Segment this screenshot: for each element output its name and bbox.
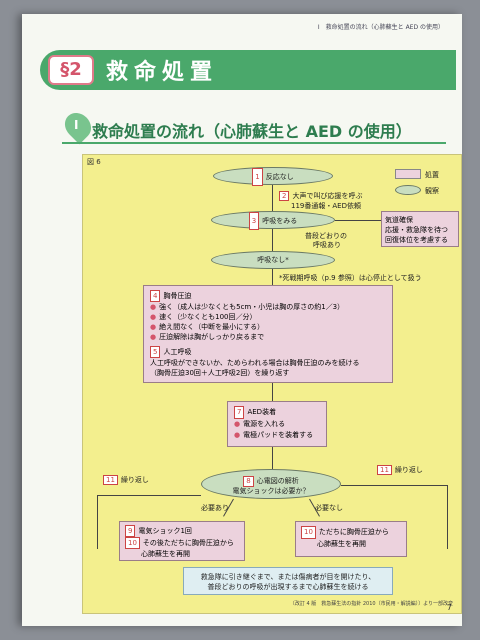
continue-cpr-box: 救急隊に引き継ぐまで、または傷病者が目を開けたり、 普段どおりの呼吸が出現するま… [183,567,393,595]
aed-bullet: 電極パッドを装着する [243,431,314,439]
step-number: 10 [125,537,140,549]
step-text: 電気ショック1回 [138,527,192,535]
section-header-bar: §2 救命処置 [40,50,456,90]
repeat-text: 繰り返し [394,466,423,474]
loop-line [97,495,98,549]
step-title: 胸骨圧迫 [163,292,192,300]
shock-needed-label: 必要あり [201,504,229,512]
step-text: 呼吸をみる [262,217,298,225]
agonal-note: *死戦期呼吸（p.9 参照）は心停止として扱う [279,274,422,282]
subtitle: 救命処置の流れ（心肺蘇生と AED の使用） [92,122,412,141]
rescue-breath-note: 人工呼吸ができないか、ためらわれる場合は胸骨圧迫のみを続ける [150,359,360,367]
side-action-line: 気道確保 [385,216,413,224]
step-number: 2 [279,191,290,201]
side-action-box: 気道確保 応援・救急隊を待つ 回復体位を考慮する [381,211,459,247]
step-number: 10 [301,526,316,539]
loop-line [341,485,447,486]
subtitle-number: I [74,118,79,132]
step-text: 大声で叫び応援を呼ぶ [292,192,363,200]
normal-breathing-1: 普段どおりの [305,232,347,240]
cpr-bullet: 圧迫解除は胸がしっかり戻るまで [159,333,265,341]
step-number: 11 [103,475,118,485]
shock-not-needed-label: 必要なし [315,504,343,512]
connector [272,269,273,285]
step-no-breathing: 呼吸なし* [211,251,335,269]
step-number: 1 [252,168,263,186]
continue-cpr-text: 救急隊に引き継ぐまで、または傷病者が目を開けたり、 [200,573,376,581]
connector [272,383,273,401]
legend-box-label: 処置 [425,171,439,179]
section-number: §2 [48,55,94,85]
document-page: I 救命処置の流れ（心肺蘇生と AED の使用） §2 救命処置 I 救命処置の… [22,14,462,626]
step-number: 7 [234,406,245,419]
step-title: 人工呼吸 [163,348,192,356]
continue-cpr-text: 普段どおりの呼吸が出現するまで心肺蘇生を続ける [207,583,369,591]
cpr-bullet: 強く（成人は少なくとも5cm・小児は胸の厚さの約1／3） [159,303,345,311]
step-call-119: 119番通報・AED依頼 [291,202,361,210]
loop-line [447,485,448,549]
rescue-breath-note: （胸骨圧迫30回＋人工呼吸2回）を繰り返す [150,369,290,377]
legend-oval-label: 観察 [425,187,439,195]
legend-oval-swatch [395,185,421,195]
step-text: ただちに胸骨圧迫から [318,528,389,536]
step-number: 4 [150,290,161,302]
side-action-line: 応援・救急隊を待つ [385,226,448,234]
step-text: その後ただちに胸骨圧迫から [142,539,234,547]
cpr-bullet: 速く（少なくとも100回／分） [159,313,257,321]
running-header: I 救命処置の流れ（心肺蘇生と AED の使用） [317,24,444,31]
legend-box-swatch [395,169,421,179]
loop-line [97,495,201,496]
step-number: 8 [243,476,254,487]
step-text: 心電図の解析 [256,477,299,485]
step-number: 9 [125,525,136,537]
repeat-text: 繰り返し [120,476,149,484]
connector [272,447,273,469]
figure-source: 〔改訂 4 版 救急蘇生法の指針 2010（市民用・解説編）〕より一部改変 [289,601,453,607]
cpr-bullet: 絶え間なく（中断を最小にする） [159,323,265,331]
step-number: 3 [248,212,260,230]
section-title: 救命処置 [106,60,219,85]
step-text: 心肺蘇生を再開 [317,540,366,548]
subtitle-divider [62,142,446,144]
step-number: 11 [377,465,392,475]
step-text: 反応なし [265,173,294,181]
figure-label: 図 6 [87,158,101,166]
step-number: 5 [150,346,161,358]
connector [335,220,381,221]
step-text: 心肺蘇生を再開 [141,550,190,558]
side-action-line: 回復体位を考慮する [385,236,448,244]
page-number: 7 [446,603,452,612]
normal-breathing-2: 呼吸あり [313,241,341,249]
step-title: AED装着 [247,408,277,416]
step-text: 電気ショックは必要か？ [232,487,310,495]
aed-bullet: 電源を入れる [243,420,286,428]
